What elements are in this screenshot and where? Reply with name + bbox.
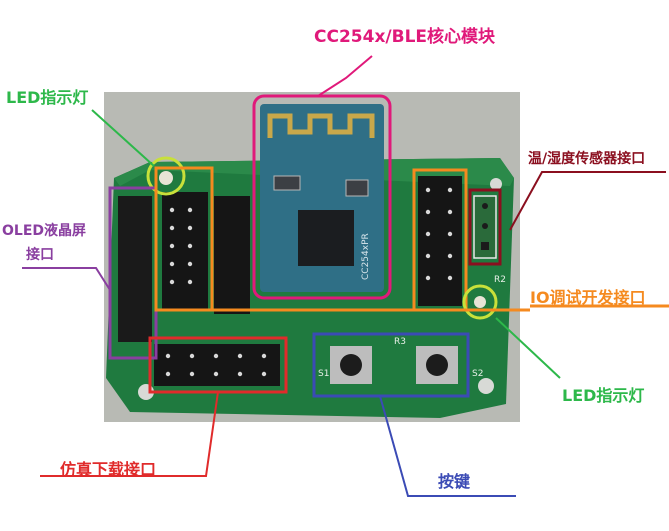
oled-label: OLED液晶屏 bbox=[2, 223, 87, 239]
right-pins bbox=[425, 187, 453, 281]
keys-label: 按键 bbox=[438, 472, 471, 491]
debug-leader-line bbox=[40, 391, 219, 477]
r2-silkscreen: R2 bbox=[494, 275, 506, 285]
left-pin-header bbox=[162, 192, 208, 310]
mount-hole bbox=[490, 178, 502, 190]
left-pins bbox=[169, 207, 193, 285]
mount-hole bbox=[478, 378, 494, 394]
sensor-label: 温/湿度传感器接口 bbox=[528, 151, 646, 167]
keys-highlight-box bbox=[312, 332, 470, 398]
module-label: CC254x/BLE核心模块 bbox=[314, 27, 496, 47]
sensor-highlight-box bbox=[468, 188, 502, 266]
oled-header bbox=[118, 196, 152, 342]
debug-label: 仿真下载接口 bbox=[60, 460, 157, 479]
debug-header bbox=[154, 344, 280, 386]
ble-chip bbox=[298, 210, 354, 266]
s2-silkscreen: S2 bbox=[472, 369, 483, 379]
oled-leader-line bbox=[22, 267, 111, 291]
led2-leader-line bbox=[495, 317, 561, 379]
io-header bbox=[418, 176, 462, 306]
module-leader-line bbox=[317, 55, 373, 97]
led-top-left-label: LED指示灯 bbox=[6, 88, 89, 107]
left-pin-header bbox=[214, 196, 250, 314]
io-label: IO调试开发接口 bbox=[530, 288, 646, 307]
keys-leader-line bbox=[379, 395, 516, 497]
button-s2 bbox=[426, 354, 448, 376]
debug-pins bbox=[165, 353, 267, 377]
button-s1 bbox=[340, 354, 362, 376]
led-bottom-right-label: LED指示灯 bbox=[562, 386, 645, 405]
crystal bbox=[273, 175, 301, 191]
led-top-left bbox=[159, 171, 173, 185]
crystal bbox=[345, 179, 369, 197]
led2-highlight-circle bbox=[462, 284, 498, 320]
led-bottom-right bbox=[474, 296, 486, 308]
sensor-leader-line bbox=[509, 171, 666, 231]
pcb-antenna bbox=[267, 113, 375, 138]
oled-label-line2: 接口 bbox=[26, 247, 54, 263]
led-leader-line bbox=[91, 109, 155, 167]
led-highlight-circle bbox=[146, 156, 186, 196]
module-highlight-box bbox=[252, 94, 392, 300]
r3-silkscreen: R3 bbox=[394, 337, 406, 347]
chip-marking: CC254xPR bbox=[361, 233, 371, 280]
s1-silkscreen: S1 bbox=[318, 369, 329, 379]
